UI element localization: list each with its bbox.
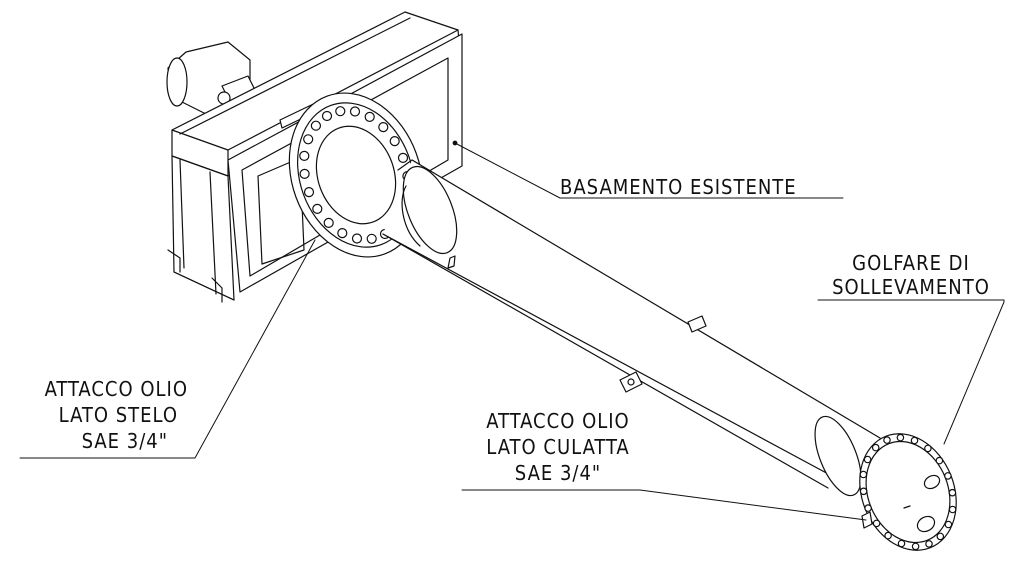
flange-bolt bbox=[936, 532, 945, 541]
flange-bolt bbox=[864, 504, 872, 512]
flange-bolt bbox=[323, 217, 334, 228]
cylinder-barrel bbox=[382, 159, 881, 497]
label-culatta-line3: SAE 3/4" bbox=[514, 461, 602, 485]
flange-bolt bbox=[312, 203, 323, 214]
flange-bolt bbox=[310, 120, 321, 131]
flange-bolt bbox=[349, 106, 361, 117]
flange-bolt bbox=[299, 150, 310, 161]
flange-bolt bbox=[335, 106, 346, 117]
flange-bolt bbox=[299, 168, 310, 179]
flange-bolt bbox=[397, 152, 409, 163]
label-stelo-line2: LATO STELO bbox=[58, 403, 178, 427]
flange-bolt bbox=[366, 233, 377, 244]
flange-bolt bbox=[872, 519, 881, 528]
leader-golfare bbox=[817, 299, 1005, 445]
flange-bolt bbox=[303, 134, 314, 145]
flange-bolt bbox=[897, 539, 906, 548]
flange-bolt bbox=[924, 444, 932, 453]
flange-bolt bbox=[351, 233, 363, 244]
flange-bolt bbox=[910, 436, 919, 445]
flange-bolt bbox=[321, 110, 333, 122]
flange-bolt bbox=[859, 470, 868, 479]
flange-bolt bbox=[859, 487, 868, 496]
flange-bolt bbox=[884, 531, 892, 540]
front-flange bbox=[288, 92, 424, 258]
flange-bolt bbox=[389, 136, 400, 147]
label-stelo-line1: ATTACCO OLIO bbox=[44, 377, 188, 401]
flange-bolt bbox=[944, 472, 952, 480]
label-stelo-line3: SAE 3/4" bbox=[81, 429, 168, 453]
leader-stelo bbox=[19, 239, 316, 459]
label-golfare-line2: SOLLEVAMENTO bbox=[832, 275, 990, 299]
flange-bolt bbox=[925, 540, 933, 548]
flange-bolt bbox=[863, 455, 872, 464]
label-culatta-line2: LATO CULATTA bbox=[486, 435, 630, 459]
flange-bolt bbox=[944, 520, 953, 529]
leader-lines bbox=[19, 142, 1005, 521]
flange-bolt bbox=[911, 542, 920, 551]
flange-bolt bbox=[378, 121, 389, 133]
flange-bolt bbox=[337, 228, 348, 239]
flange-bolt bbox=[948, 505, 957, 514]
label-basamento-esistente: BASAMENTO ESISTENTE bbox=[560, 175, 797, 199]
flange-bolt bbox=[871, 443, 880, 452]
flange-bolt bbox=[948, 488, 957, 497]
label-culatta-line1: ATTACCO OLIO bbox=[486, 409, 630, 433]
flange-bolt bbox=[896, 433, 905, 442]
flange-bolt bbox=[935, 456, 944, 465]
leader-culatta bbox=[461, 489, 867, 521]
flange-bolt bbox=[883, 436, 891, 444]
rear-flange bbox=[859, 433, 957, 551]
flange-bolt bbox=[303, 187, 315, 198]
label-golfare-line1: GOLFARE DI bbox=[852, 251, 970, 275]
flange-bolt bbox=[364, 111, 375, 123]
leader-basamento bbox=[454, 142, 844, 199]
